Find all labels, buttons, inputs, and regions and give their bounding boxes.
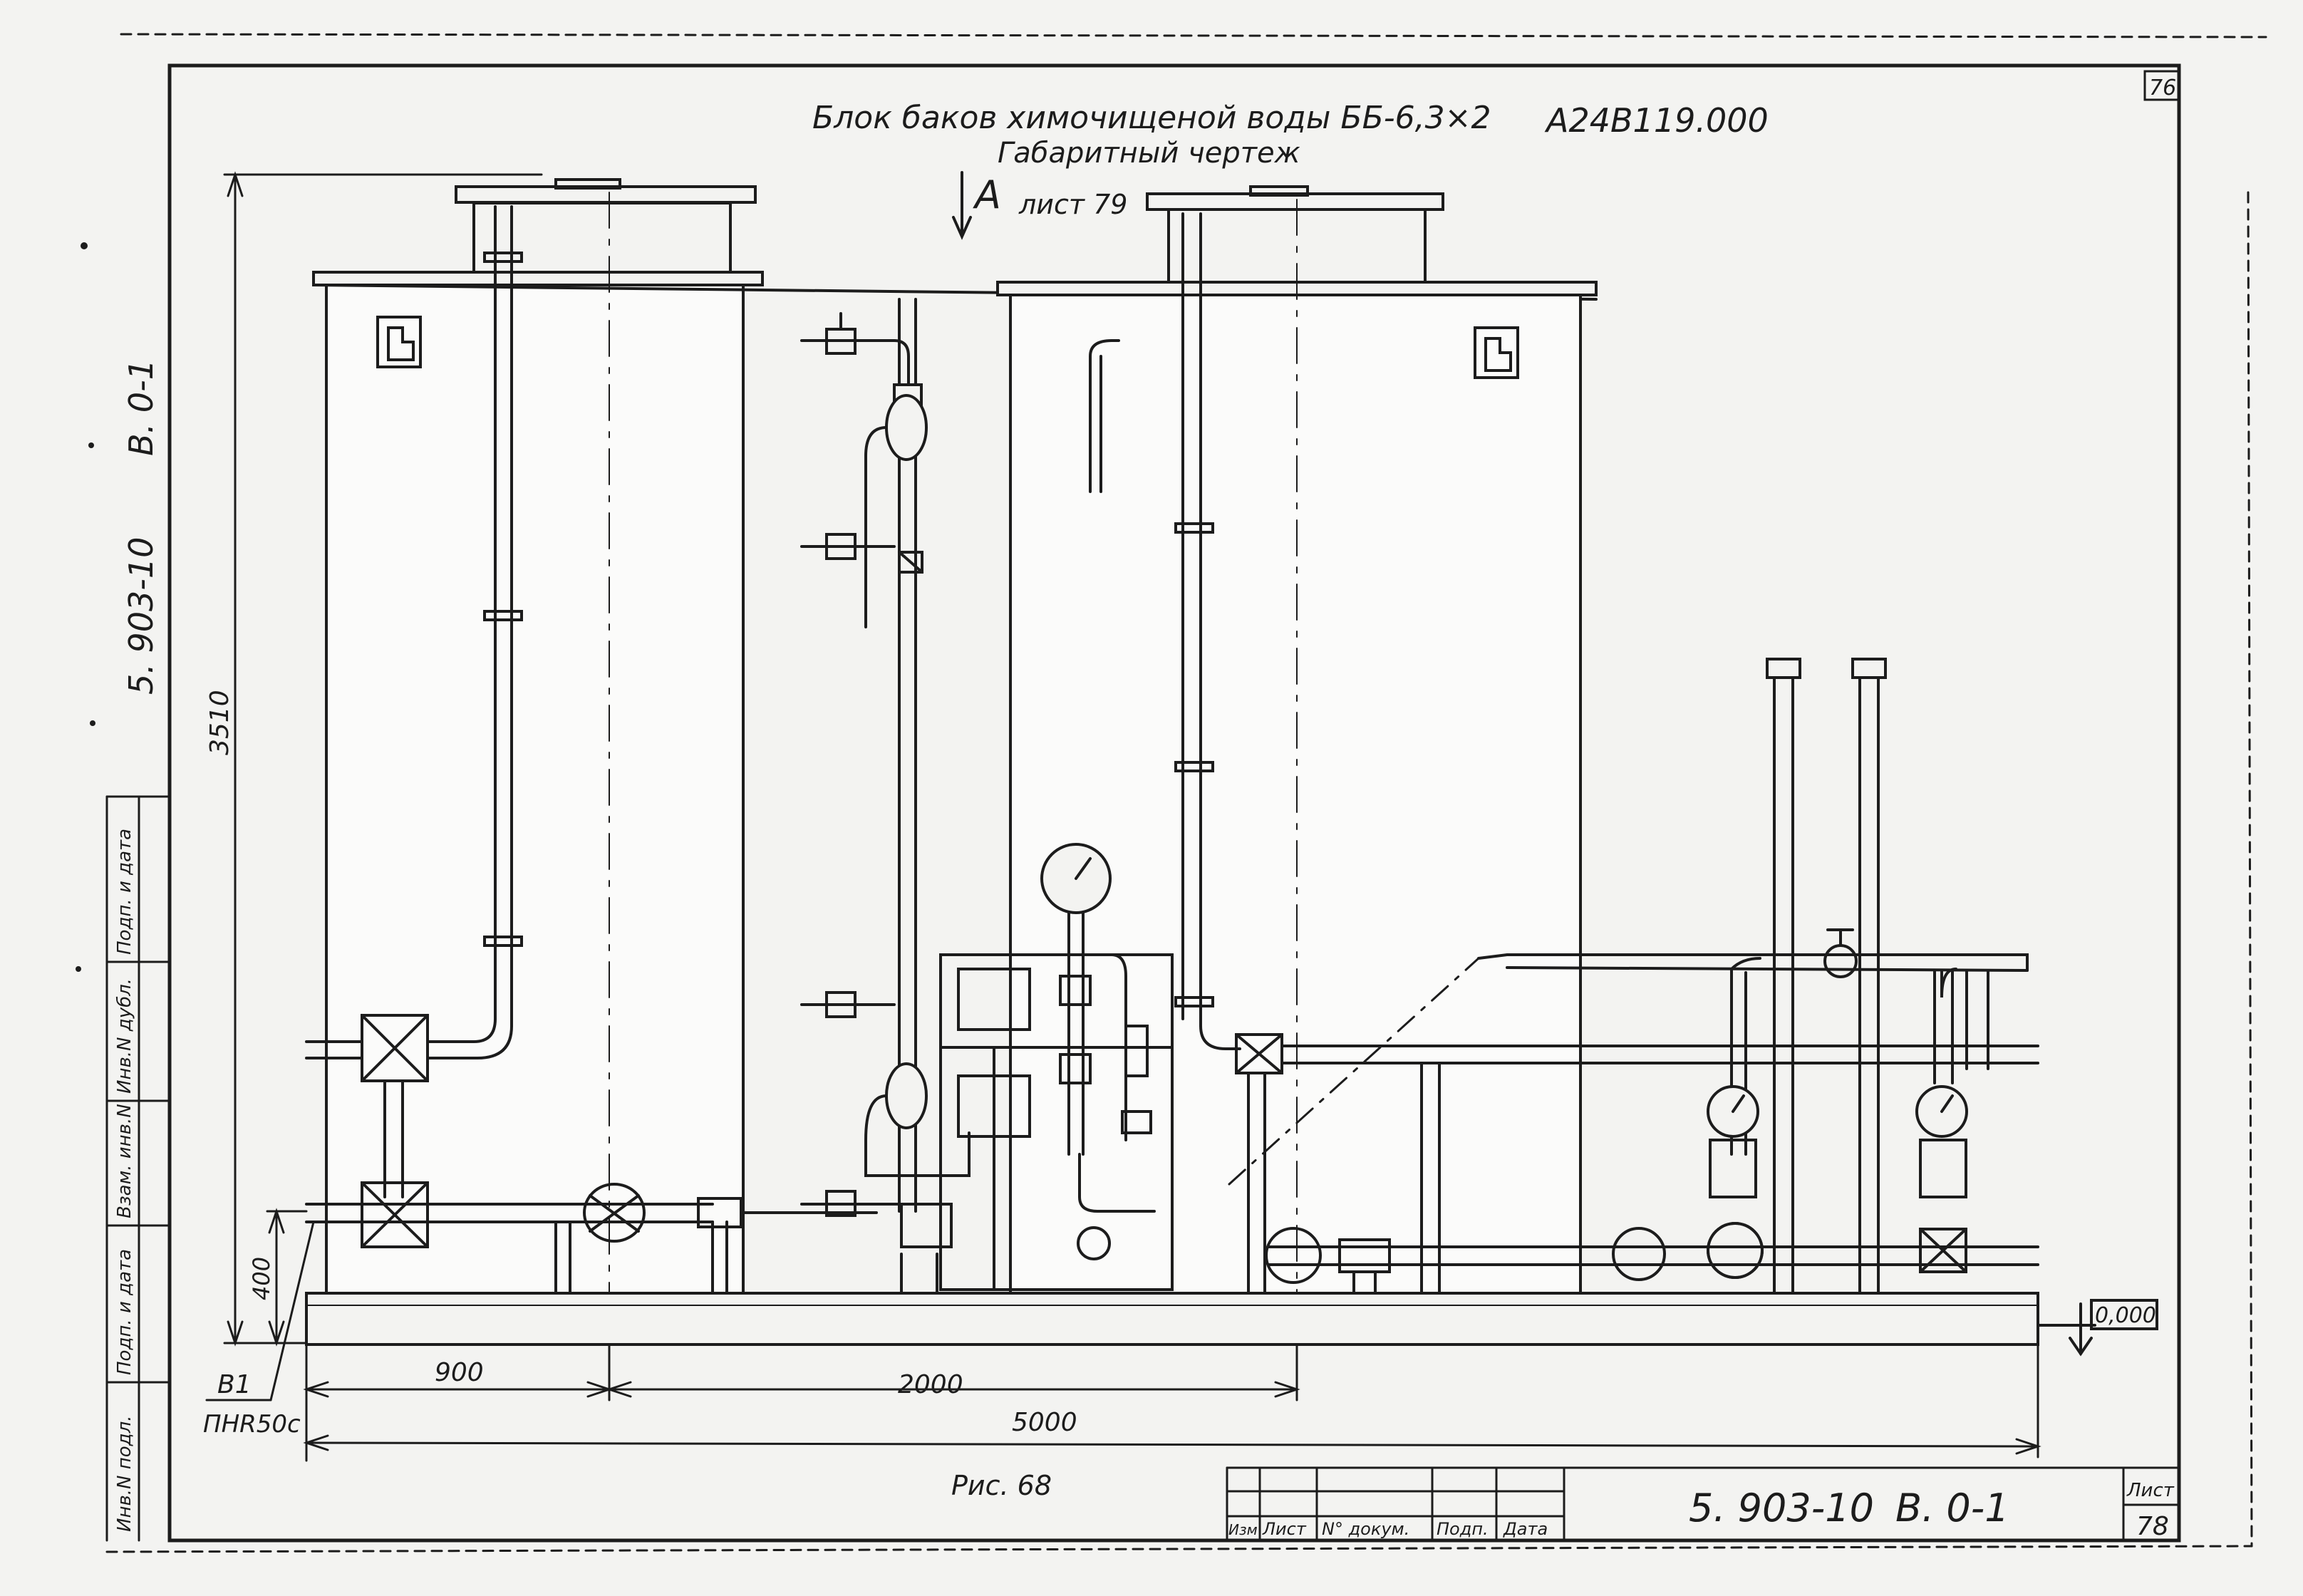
control-panel [939,843,1174,1291]
title-block [1226,1466,2180,1542]
margin-field-2: Подп. и дата [114,1249,135,1375]
corner-number-box [2143,70,2180,101]
drain-hook [1089,339,1120,493]
drawing-frame [167,63,2181,1543]
stamp-header-list: Лист [1262,1519,1307,1539]
stamp-header-sign: Подп. [1437,1519,1489,1539]
stamp-header-date: Дата [1503,1519,1548,1539]
dim-3510-label: 3510 [205,690,234,755]
margin-field-3: Взам. инв.N [114,1104,135,1218]
leader-line [1228,957,1480,1186]
stamp-sheet-label: Лист [2126,1480,2175,1501]
margin-field-1: Инв.N подл. [114,1415,135,1532]
dimension-5000 [303,1343,2041,1458]
margin-doc-code: 5. 903-10 [122,537,160,695]
dimension-400 [266,1208,308,1347]
callout-leader [205,1221,315,1401]
title-line-2: Габаритный чертеж [998,137,1300,170]
view-sheet-ref: лист 79 [1018,189,1127,220]
view-letter: А [973,172,1001,217]
view-arrow [952,171,972,240]
callout-ref: В1 [217,1370,252,1399]
dimension-900-2000 [303,1343,1300,1462]
stamp-sheet-number: 78 [2136,1512,2169,1541]
right-tank [996,185,1598,1305]
left-margin-strip [105,795,171,1542]
figure-caption: Рис. 68 [951,1470,1052,1501]
corner-number: 76 [2149,76,2176,100]
margin-field-4: Инв.N дубл. [114,978,135,1094]
stamp-header-doc: N° докум. [1322,1519,1409,1539]
title-code: А24В119.000 [1544,101,1769,140]
right-rig [1477,658,2029,1305]
stamp-part: В. 0-1 [1895,1486,2009,1530]
stamp-doc-code: 5. 903-10 [1689,1486,1874,1530]
stamp-header-izm: Изм [1228,1521,1258,1538]
left-level-pipe [305,205,523,1198]
level-marker [2037,1299,2158,1357]
lower-supply-line [305,1181,878,1298]
margin-field-5: Подп. и дата [114,829,135,955]
base-frame [305,1292,2039,1346]
dim-2000-label: 2000 [898,1370,963,1399]
margin-part-code: В. 0-1 [122,359,160,456]
title-line-1: Блок баков химочищеной воды ББ-6,3×2 [812,100,1491,136]
binder-dots [76,242,95,972]
dimension-3510 [223,171,543,1347]
dim-5000-label: 5000 [1012,1408,1077,1437]
dim-400-label: 400 [248,1257,275,1300]
callout-spec: ПНR50с [203,1410,301,1439]
dim-900-label: 900 [435,1358,484,1387]
level-label: 0,000 [2095,1303,2156,1328]
center-riser [800,298,971,1305]
left-tank [312,178,764,1305]
sheet-cut-lines [105,33,2267,1553]
right-level-pipe [1174,212,2039,1305]
